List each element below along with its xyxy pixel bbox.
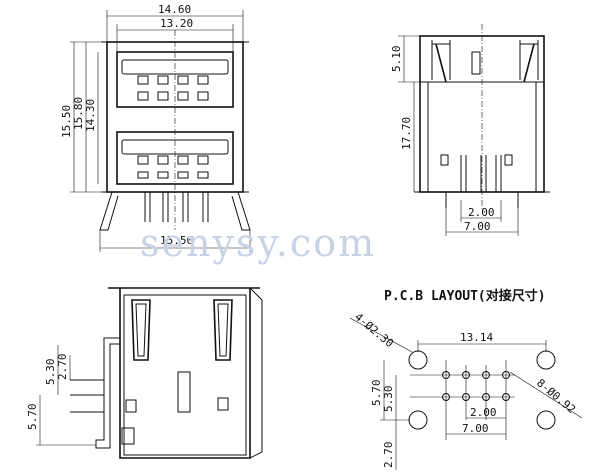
- dim-profile-b: 2.70: [56, 354, 69, 381]
- dim-span: 7.00: [464, 220, 491, 233]
- dim-holes-big: 4-Ø2.30: [352, 310, 396, 350]
- pcb-hole-big: [536, 350, 556, 370]
- dim-profile-a: 5.30: [44, 359, 57, 386]
- dim-pcb-width: 13.14: [460, 331, 493, 344]
- dim-holes-small: 8-Ø0.92: [534, 376, 578, 416]
- front-view: 14.60 13.20 15.50 15.80 14.30 15.50: [60, 3, 251, 252]
- side-view: 5.10 17.70 2.00 7.00: [390, 24, 550, 236]
- profile-center-slot: [177, 371, 191, 413]
- pcb-title: P.C.B LAYOUT(对接尺寸): [384, 288, 546, 304]
- dim-pcb-v1: 5.70: [370, 380, 383, 407]
- dim-pcb-pitch: 2.00: [470, 406, 497, 419]
- profile-view: 5.30 2.70 5.70: [26, 287, 263, 459]
- pcb-hole-big: [536, 410, 556, 430]
- watermark-text: senysy.com: [140, 221, 376, 265]
- dim-pcb-span: 7.00: [462, 422, 489, 435]
- dim-inner-width: 13.20: [160, 17, 193, 30]
- dim-top-height: 5.10: [390, 46, 403, 73]
- dim-pitch: 2.00: [468, 206, 495, 219]
- pcb-layout: P.C.B LAYOUT(对接尺寸) 4-Ø2.30 13.14 8-Ø: [349, 288, 583, 470]
- pcb-hole-big: [408, 350, 428, 370]
- dim-height-mid: 15.80: [72, 97, 85, 130]
- dim-pcb-v2: 5.30: [382, 386, 395, 413]
- dim-profile-c: 5.70: [26, 404, 39, 431]
- pcb-hole-big: [408, 410, 428, 430]
- dim-height-inner: 14.30: [84, 99, 97, 132]
- dim-bottom-width: 15.50: [160, 234, 193, 247]
- dim-top-width: 14.60: [158, 3, 191, 16]
- dim-height-outer: 15.50: [60, 105, 73, 138]
- dim-body-height: 17.70: [400, 117, 413, 150]
- dim-pcb-v3: 2.70: [382, 442, 395, 469]
